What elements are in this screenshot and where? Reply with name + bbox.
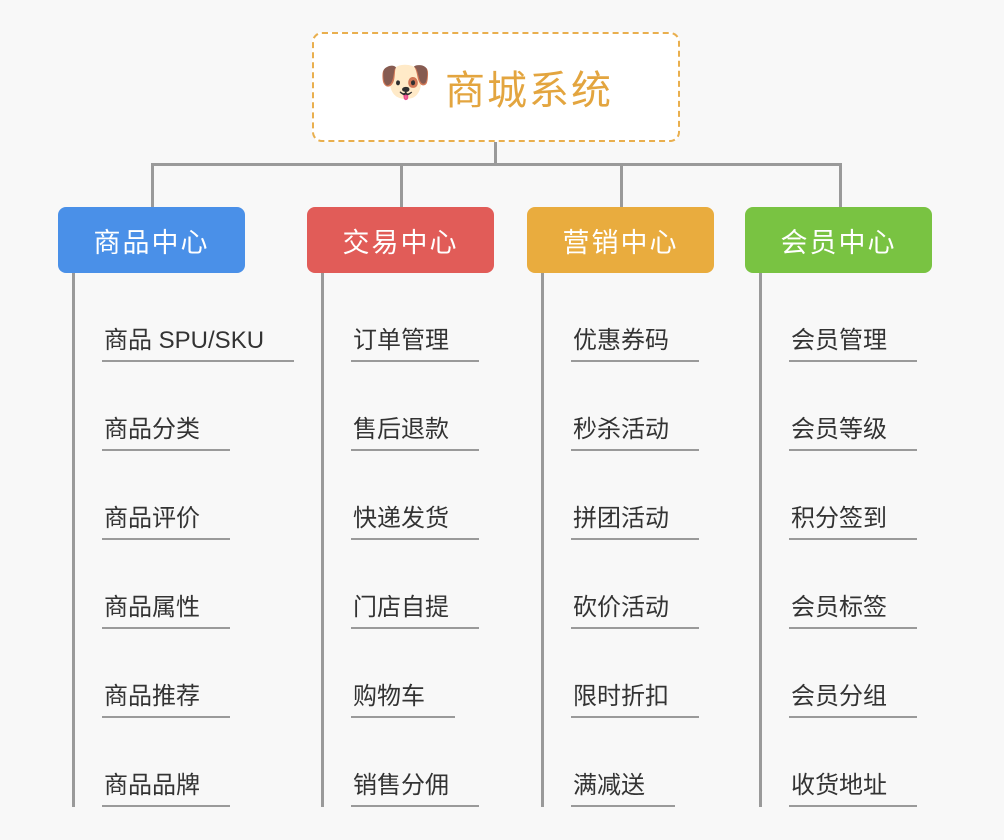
connector-drop-1 xyxy=(151,163,154,209)
leaf-label: 商品属性 xyxy=(102,594,230,629)
leaf-item[interactable]: 订单管理 xyxy=(321,273,479,362)
leaf-label: 积分签到 xyxy=(789,505,917,540)
leaf-item[interactable]: 售后退款 xyxy=(321,362,479,451)
leaf-item[interactable]: 会员标签 xyxy=(759,540,917,629)
branch-trunk-4 xyxy=(759,273,762,807)
leaf-list-4: 会员管理 会员等级 积分签到 会员标签 会员分组 收货地址 xyxy=(759,273,917,807)
leaf-item[interactable]: 满减送 xyxy=(541,718,699,807)
root-node[interactable]: 🐶 商城系统 xyxy=(312,32,680,142)
leaf-item[interactable]: 商品评价 xyxy=(72,451,294,540)
leaf-item[interactable]: 商品品牌 xyxy=(72,718,294,807)
root-title: 商城系统 xyxy=(445,69,613,113)
connector-root-stem xyxy=(494,142,497,165)
leaf-label: 会员标签 xyxy=(789,594,917,629)
leaf-label: 拼团活动 xyxy=(571,505,699,540)
leaf-item[interactable]: 拼团活动 xyxy=(541,451,699,540)
leaf-label: 售后退款 xyxy=(351,416,479,451)
leaf-label: 优惠券码 xyxy=(571,327,699,362)
connector-drop-2 xyxy=(400,163,403,209)
branch-header-label: 会员中心 xyxy=(780,227,897,258)
leaf-list-3: 优惠券码 秒杀活动 拼团活动 砍价活动 限时折扣 满减送 xyxy=(541,273,699,807)
leaf-label: 会员管理 xyxy=(789,327,917,362)
leaf-item[interactable]: 快递发货 xyxy=(321,451,479,540)
leaf-label: 商品 SPU/SKU xyxy=(102,327,295,362)
leaf-label: 收货地址 xyxy=(789,772,917,807)
connector-drop-3 xyxy=(620,163,623,209)
leaf-item[interactable]: 销售分佣 xyxy=(321,718,479,807)
leaf-label: 会员等级 xyxy=(789,416,917,451)
leaf-label: 订单管理 xyxy=(351,327,479,362)
leaf-list-2: 订单管理 售后退款 快递发货 门店自提 购物车 销售分佣 xyxy=(321,273,479,807)
leaf-label: 商品分类 xyxy=(102,416,230,451)
leaf-item[interactable]: 购物车 xyxy=(321,629,479,718)
branch-trunk-3 xyxy=(541,273,544,807)
leaf-label: 满减送 xyxy=(571,772,675,807)
leaf-label: 快递发货 xyxy=(351,505,479,540)
leaf-label: 砍价活动 xyxy=(571,594,699,629)
leaf-item[interactable]: 门店自提 xyxy=(321,540,479,629)
branch-header-label: 营销中心 xyxy=(562,227,679,258)
branch-header-label: 商品中心 xyxy=(93,227,210,258)
leaf-item[interactable]: 优惠券码 xyxy=(541,273,699,362)
leaf-item[interactable]: 收货地址 xyxy=(759,718,917,807)
leaf-label: 商品品牌 xyxy=(102,772,230,807)
leaf-item[interactable]: 商品 SPU/SKU xyxy=(72,273,295,362)
branch-header-label: 交易中心 xyxy=(342,227,459,258)
leaf-item[interactable]: 砍价活动 xyxy=(541,540,699,629)
branch-header-1[interactable]: 商品中心 xyxy=(58,207,245,273)
leaf-item[interactable]: 积分签到 xyxy=(759,451,917,540)
leaf-label: 秒杀活动 xyxy=(571,416,699,451)
leaf-label: 购物车 xyxy=(351,683,455,718)
leaf-item[interactable]: 限时折扣 xyxy=(541,629,699,718)
leaf-label: 会员分组 xyxy=(789,683,917,718)
leaf-item[interactable]: 会员分组 xyxy=(759,629,917,718)
leaf-label: 商品评价 xyxy=(102,505,230,540)
branch-header-3[interactable]: 营销中心 xyxy=(527,207,714,273)
leaf-list-1: 商品 SPU/SKU 商品分类 商品评价 商品属性 商品推荐 商品品牌 xyxy=(72,273,295,807)
leaf-item[interactable]: 秒杀活动 xyxy=(541,362,699,451)
leaf-label: 限时折扣 xyxy=(571,683,699,718)
leaf-label: 门店自提 xyxy=(351,594,479,629)
branch-header-4[interactable]: 会员中心 xyxy=(745,207,932,273)
leaf-item[interactable]: 商品属性 xyxy=(72,540,294,629)
branch-trunk-1 xyxy=(72,273,75,807)
connector-bus xyxy=(151,163,842,166)
branch-trunk-2 xyxy=(321,273,324,807)
leaf-label: 商品推荐 xyxy=(102,683,230,718)
branch-header-2[interactable]: 交易中心 xyxy=(307,207,494,273)
connector-drop-4 xyxy=(839,163,842,209)
leaf-item[interactable]: 商品分类 xyxy=(72,362,294,451)
leaf-item[interactable]: 会员等级 xyxy=(759,362,917,451)
leaf-label: 销售分佣 xyxy=(351,772,479,807)
shiba-dog-face-icon: 🐶 xyxy=(379,58,432,105)
leaf-item[interactable]: 商品推荐 xyxy=(72,629,294,718)
leaf-item[interactable]: 会员管理 xyxy=(759,273,917,362)
